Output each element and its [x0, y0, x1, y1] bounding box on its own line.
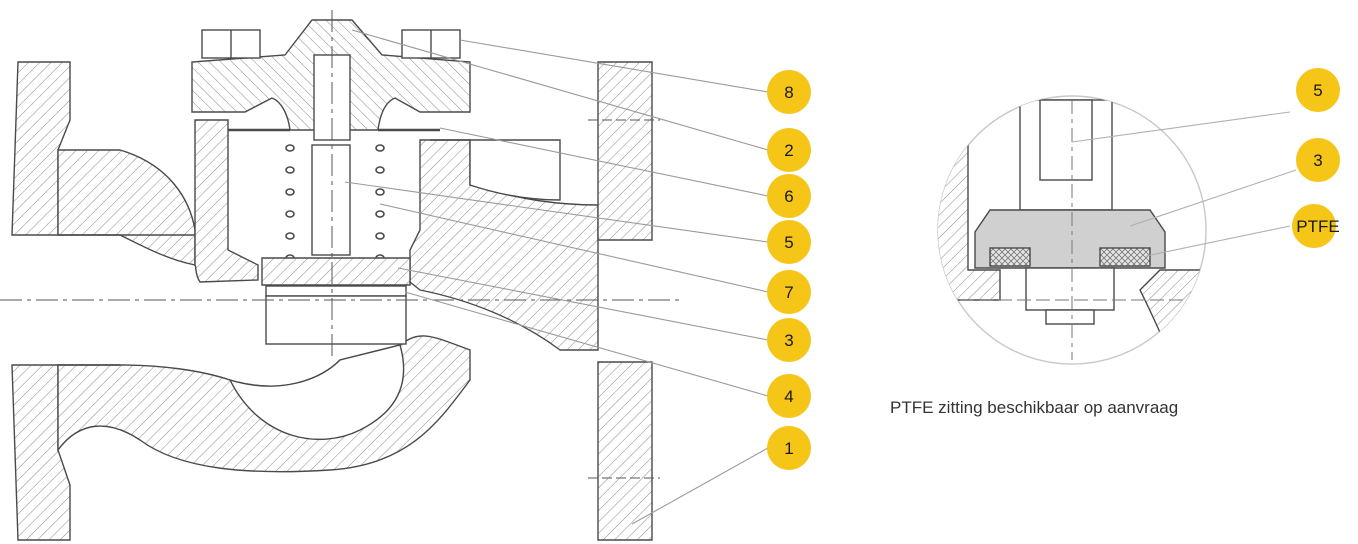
valve-section-view	[0, 10, 680, 541]
right-flange	[597, 61, 653, 241]
callout-2: 2	[767, 128, 811, 172]
main-leader-lines	[344, 29, 769, 525]
callout-1-label: 1	[784, 439, 793, 458]
callout-8-label: 8	[784, 83, 793, 102]
detail-leader-lines	[1071, 111, 1297, 257]
detail-callout-3-label: 3	[1313, 151, 1322, 170]
detail-callout-3: 3	[1296, 138, 1340, 182]
seat-ring	[265, 295, 407, 345]
callout-3: 3	[767, 318, 811, 362]
detail-callout-ptfe-label: PTFE	[1296, 217, 1339, 236]
callout-1: 1	[767, 426, 811, 470]
ptfe-detail-view	[937, 95, 1207, 365]
detail-bolt-end	[1045, 309, 1095, 325]
callout-7-label: 7	[784, 283, 793, 302]
callout-2-label: 2	[784, 141, 793, 160]
disc	[261, 257, 411, 286]
stem-lower	[311, 144, 351, 256]
callout-6-label: 6	[784, 187, 793, 206]
callout-5: 5	[767, 220, 811, 264]
callout-8: 8	[767, 70, 811, 114]
valve-body-upper	[57, 149, 196, 266]
callout-3-label: 3	[784, 331, 793, 350]
callout-7: 7	[767, 270, 811, 314]
callout-5-label: 5	[784, 233, 793, 252]
disc-seat	[265, 285, 407, 297]
callout-4-label: 4	[784, 387, 793, 406]
detail-callout-ptfe: PTFE	[1292, 204, 1340, 248]
callout-4: 4	[767, 374, 811, 418]
detail-callout-5-label: 5	[1313, 81, 1322, 100]
ptfe-caption: PTFE zitting beschikbaar op aanvraag	[890, 398, 1179, 417]
callout-6: 6	[767, 174, 811, 218]
valve-body-bowl	[228, 344, 405, 441]
right-flange-lower	[597, 361, 653, 541]
ptfe-seat-left	[989, 247, 1031, 267]
body-cavity	[430, 139, 561, 201]
detail-callout-5: 5	[1296, 68, 1340, 112]
valve-body-top-wall	[194, 119, 259, 283]
detail-nut	[1025, 267, 1115, 311]
ptfe-seat-right	[1099, 247, 1151, 267]
